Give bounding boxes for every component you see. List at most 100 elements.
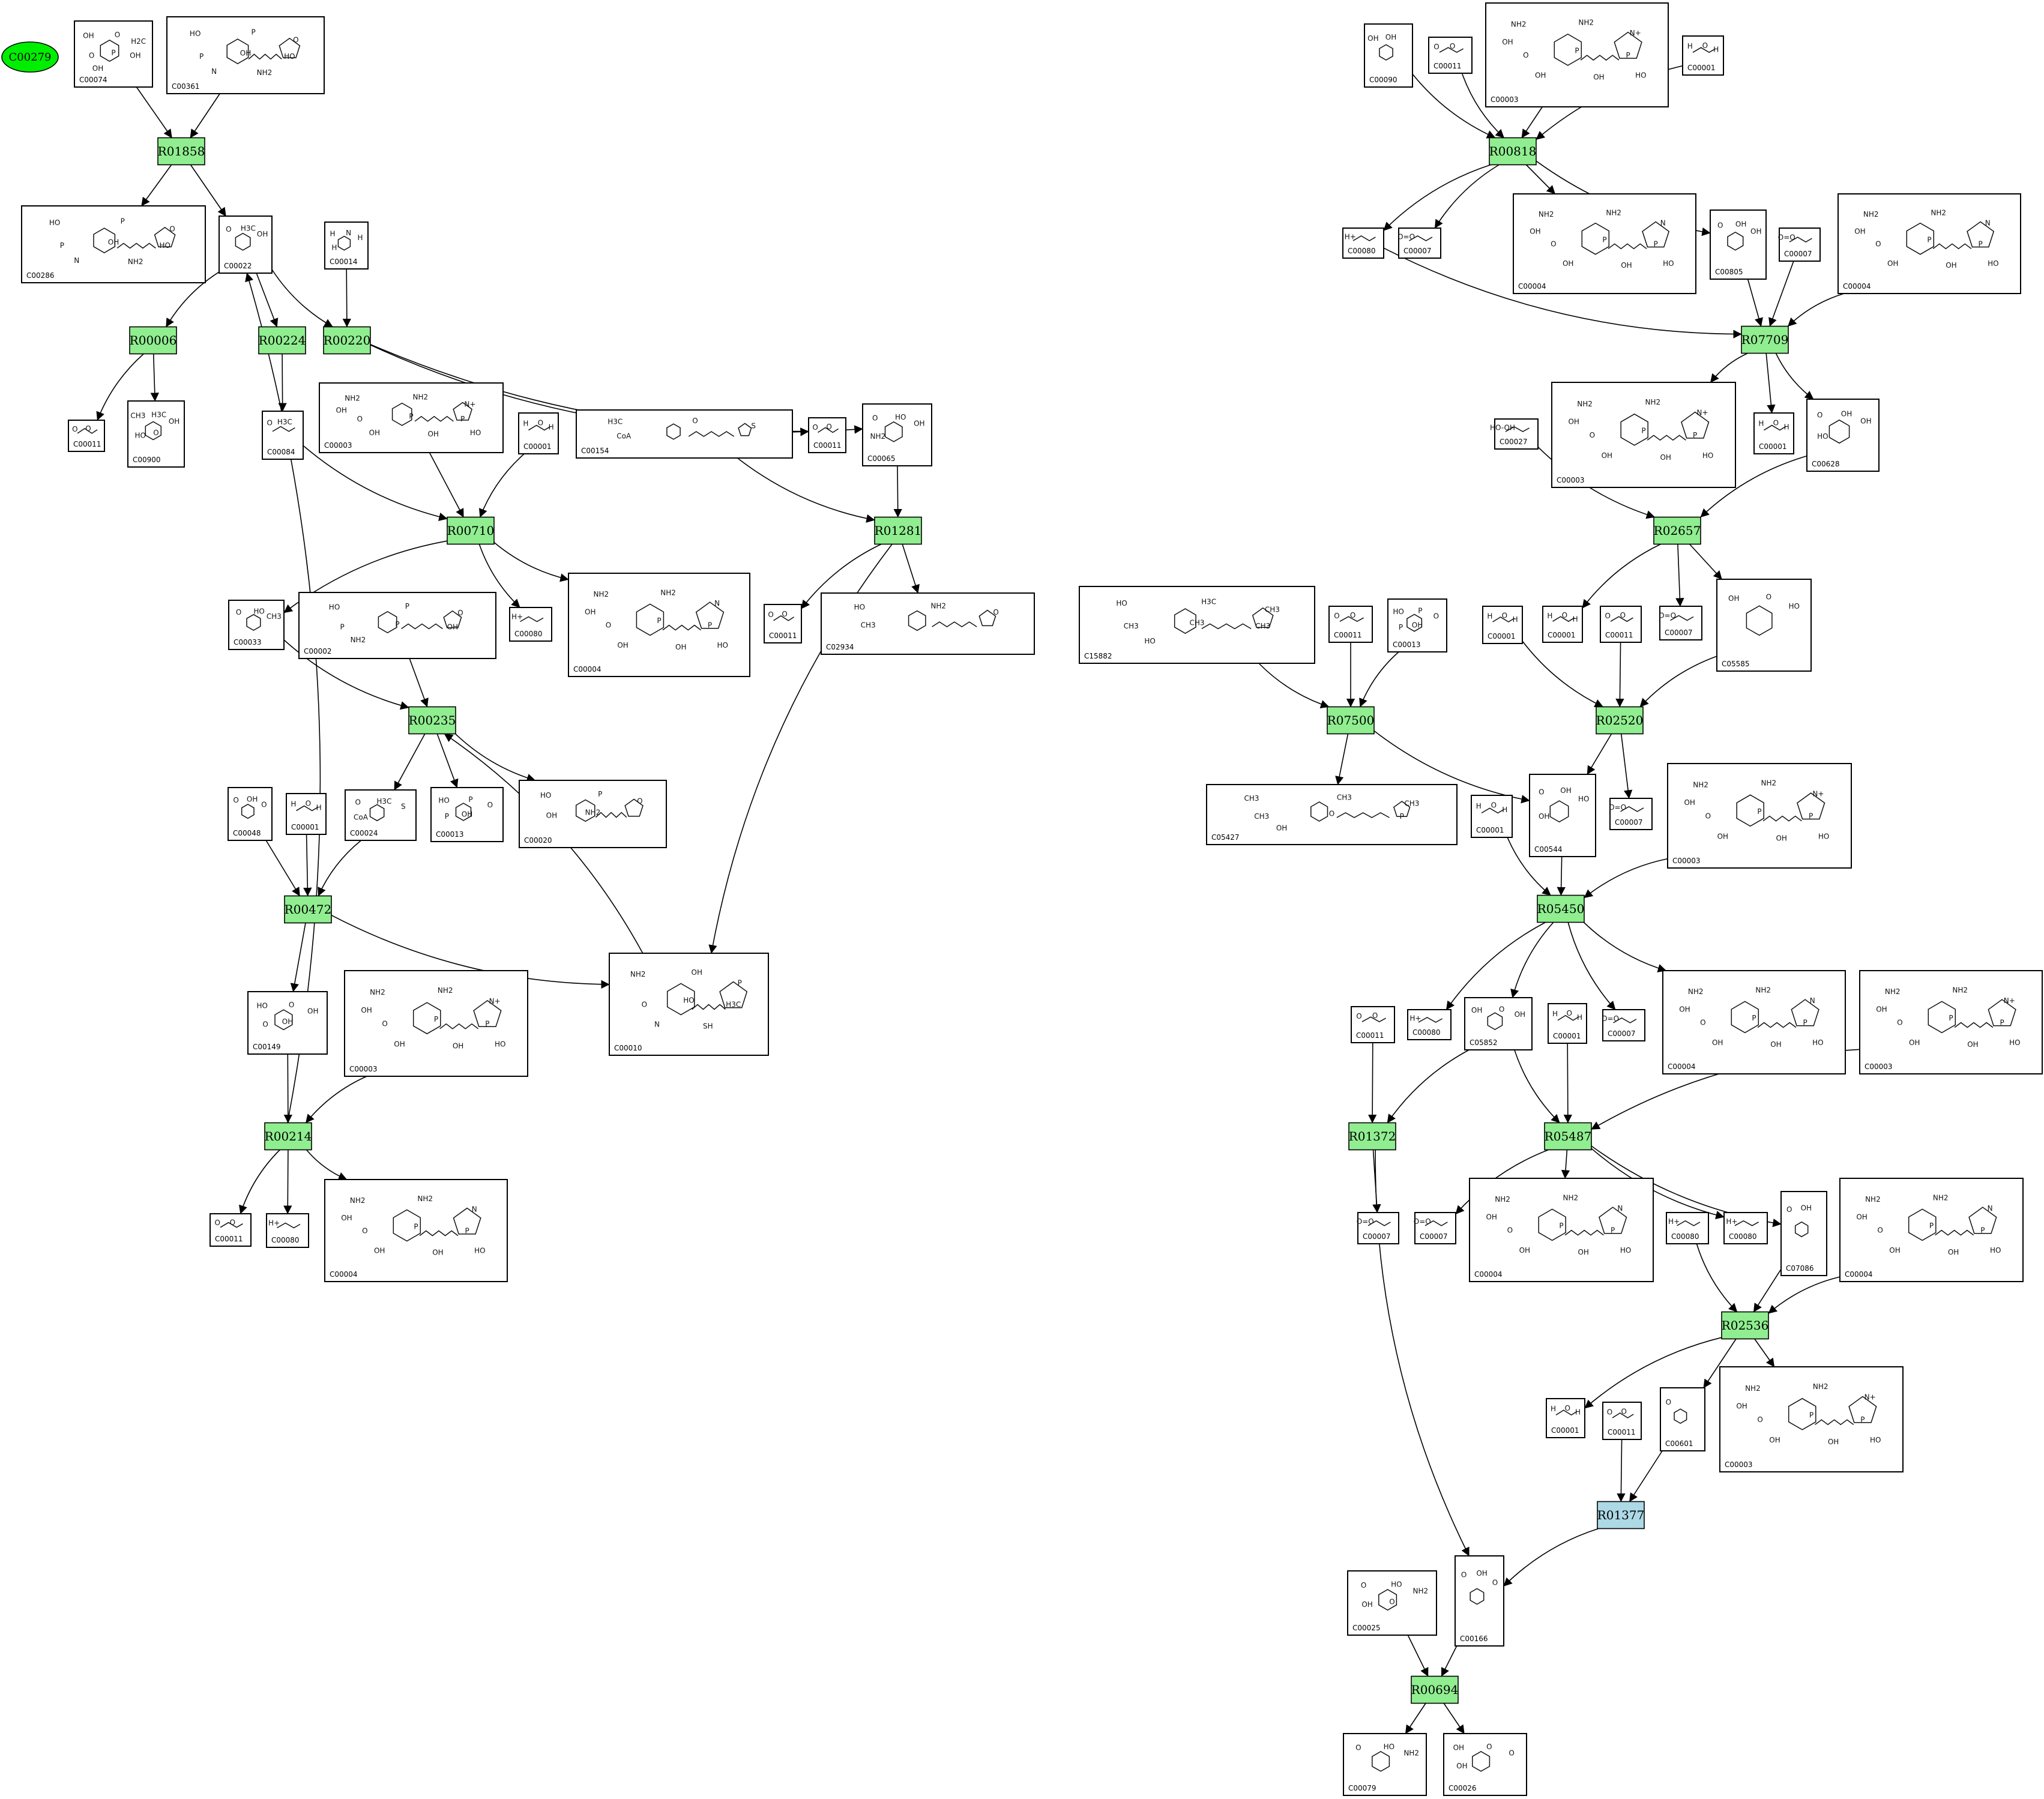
- compound-box[interactable]: [1806, 399, 1880, 472]
- compound-node-c00080[interactable]: H+C00080: [1407, 1009, 1452, 1040]
- reaction-box[interactable]: [1741, 325, 1789, 354]
- compound-box[interactable]: [1660, 1387, 1705, 1451]
- reaction-box[interactable]: [157, 137, 205, 166]
- compound-box[interactable]: [1482, 606, 1523, 644]
- reaction-node-r05487[interactable]: R05487: [1544, 1122, 1592, 1151]
- compound-box[interactable]: [1542, 606, 1583, 643]
- reaction-node-r02657[interactable]: R02657: [1653, 516, 1701, 545]
- reaction-node-r00214[interactable]: R00214: [264, 1122, 312, 1151]
- compound-box[interactable]: [1387, 598, 1447, 652]
- reaction-node-r00006[interactable]: R00006: [129, 326, 177, 355]
- reaction-node-r01377[interactable]: R01377: [1597, 1501, 1645, 1529]
- compound-box[interactable]: [509, 607, 552, 642]
- compound-box[interactable]: [1328, 606, 1373, 643]
- compound-box[interactable]: [1602, 1402, 1642, 1440]
- compound-box[interactable]: [1464, 997, 1533, 1050]
- compound-box[interactable]: [166, 16, 325, 94]
- compound-box[interactable]: [609, 953, 769, 1056]
- reaction-node-r02520[interactable]: R02520: [1596, 706, 1644, 735]
- compound-node-c00080[interactable]: H+C00080: [1723, 1212, 1768, 1244]
- reaction-box[interactable]: [1411, 1675, 1459, 1704]
- compound-box[interactable]: [1079, 586, 1315, 664]
- reaction-node-r01858[interactable]: R01858: [157, 137, 205, 166]
- reaction-box[interactable]: [1653, 516, 1701, 545]
- compound-box[interactable]: [1414, 1212, 1456, 1244]
- compound-box[interactable]: [1351, 1006, 1395, 1043]
- compound-box[interactable]: [1443, 1733, 1527, 1796]
- compound-box[interactable]: [262, 411, 304, 460]
- reaction-box[interactable]: [1596, 706, 1644, 735]
- reaction-box[interactable]: [408, 706, 456, 735]
- reaction-box[interactable]: [1537, 894, 1585, 923]
- compound-box[interactable]: [1529, 774, 1596, 857]
- compound-box[interactable]: [1710, 209, 1767, 280]
- reaction-node-r07709[interactable]: R07709: [1741, 325, 1789, 354]
- reaction-node-r00472[interactable]: R00472: [284, 895, 332, 924]
- compound-box[interactable]: [298, 592, 496, 659]
- reaction-node-r00694[interactable]: R00694: [1411, 1675, 1459, 1704]
- compound-box[interactable]: [210, 1213, 252, 1247]
- compound-node-c00080[interactable]: H+C00080: [509, 607, 552, 642]
- reaction-node-r01281[interactable]: R01281: [874, 516, 922, 545]
- reaction-node-r05450[interactable]: R05450: [1537, 894, 1585, 923]
- compound-box[interactable]: [1753, 412, 1794, 454]
- reaction-box[interactable]: [258, 326, 306, 355]
- compound-box[interactable]: [344, 970, 528, 1077]
- compound-box[interactable]: [21, 205, 206, 283]
- compound-box[interactable]: [1494, 418, 1539, 450]
- compound-box[interactable]: [1364, 23, 1413, 88]
- reaction-box[interactable]: [1544, 1122, 1592, 1151]
- compound-box[interactable]: [1682, 35, 1724, 76]
- reaction-box[interactable]: [264, 1122, 312, 1151]
- compound-box[interactable]: [1602, 1009, 1645, 1041]
- compound-box[interactable]: [345, 789, 417, 841]
- reaction-box[interactable]: [1348, 1122, 1396, 1151]
- reaction-node-r01372[interactable]: R01372: [1348, 1122, 1396, 1151]
- compound-box[interactable]: [74, 20, 153, 88]
- reaction-box[interactable]: [129, 326, 177, 355]
- compound-box[interactable]: [286, 793, 327, 835]
- compound-box[interactable]: [1667, 763, 1852, 869]
- compound-box[interactable]: [1600, 606, 1642, 643]
- reaction-box[interactable]: [1327, 706, 1375, 735]
